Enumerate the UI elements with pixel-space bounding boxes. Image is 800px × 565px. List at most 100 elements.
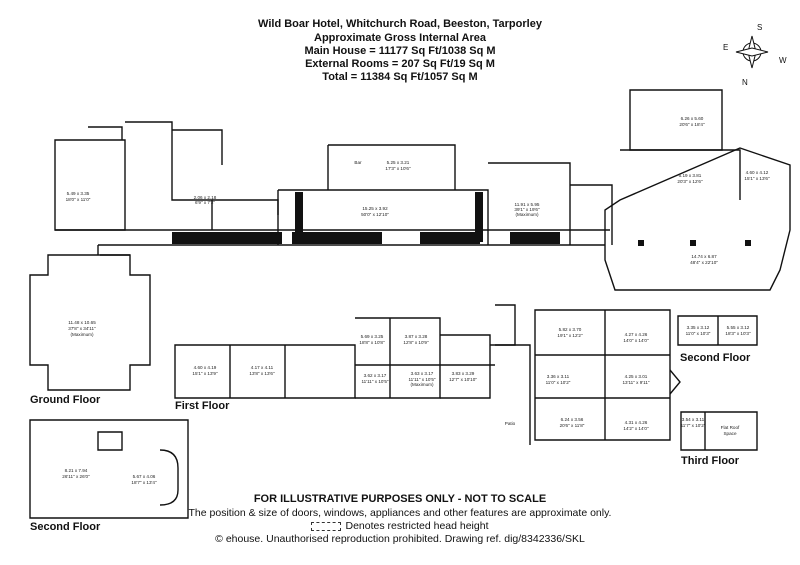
external-rooms-area: External Rooms = 207 Sq Ft/19 Sq M [305, 58, 495, 70]
room-label: 8.21 x 7.94 [65, 468, 88, 473]
room-label: 18'3" x 10'3" [725, 331, 751, 336]
ground-wc-block [88, 126, 123, 140]
room-label: Space [723, 431, 736, 436]
ground-lobby-outline [212, 199, 279, 215]
room-label: Flat Roof [721, 425, 740, 430]
ground-corridor [55, 229, 610, 246]
first-mid-dividers [355, 318, 495, 398]
ground-side-room [570, 184, 613, 245]
room-label: 3.36 x 3.11 [547, 374, 570, 379]
room-label: 6'9" x 7'2" [195, 200, 215, 205]
room-label: 11.91 x 5.95 [515, 202, 540, 207]
second-right-outline [677, 315, 758, 346]
room-label: 13'8" x 13'6" [249, 371, 275, 376]
first-floor-label: First Floor [175, 400, 230, 412]
room-label: 3.83 x 3.29 [452, 371, 475, 376]
room-label: 11'11" x 10'5" [408, 377, 435, 382]
plan-title: Wild Boar Hotel, Whitchurch Road, Beesto… [258, 18, 542, 30]
position-note: The position & size of doors, windows, a… [188, 507, 612, 519]
patio-outline [490, 344, 531, 445]
room-label: 17'3" x 10'6" [385, 166, 411, 171]
room-label: Bar [354, 160, 362, 165]
room-label: 3.62 x 3.17 [364, 373, 387, 378]
room-label: 3.35 x 3.12 [687, 325, 710, 330]
ground-upper-room [629, 89, 723, 151]
disclaimer-text: FOR ILLUSTRATIVE PURPOSES ONLY - NOT TO … [253, 493, 547, 505]
room-label: Patio [505, 421, 516, 426]
compass-e: E [723, 43, 728, 52]
room-label: 4.17 x 4.11 [251, 365, 274, 370]
copyright-text: © ehouse. Unauthorised reproduction proh… [215, 533, 585, 545]
second-main-dividers [535, 310, 670, 440]
room-label: 3.63 x 3.17 [411, 371, 434, 376]
room-label: 4.25 x 3.01 [625, 374, 648, 379]
room-label: 18'8" x 10'8" [359, 340, 385, 345]
room-label: 37'8" x 34'11" [68, 326, 96, 331]
room-label: 11.48 x 10.65 [68, 320, 96, 325]
room-label: 15'1" x 13'6" [744, 176, 770, 181]
room-label: 20'3" x 12'6" [677, 179, 703, 184]
room-label: 14.74 x 6.87 [691, 254, 717, 259]
second-floor-left-label: Second Floor [30, 521, 101, 533]
ground-center-block [125, 121, 213, 230]
thick-walls [172, 192, 751, 246]
ground-pavilion-outline [29, 254, 151, 391]
room-label: 12'8" x 10'9" [403, 340, 429, 345]
room-label: 13'11" x 9'11" [622, 380, 649, 385]
room-label: 11'7" x 10'2" [681, 423, 706, 428]
room-label: (Maximum) [411, 382, 434, 387]
room-label: 12'7" x 10'10" [449, 377, 477, 382]
room-label: 14'0" x 14'0" [623, 338, 649, 343]
room-label: 15'1" x 13'9" [192, 371, 218, 376]
second-left-curve [159, 449, 179, 506]
room-label: 19'1" x 12'2" [557, 333, 583, 338]
room-label: 6.24 x 3.56 [561, 417, 584, 422]
room-label: 4.60 x 4.12 [746, 170, 769, 175]
second-bay-window [669, 369, 681, 395]
plan-subtitle: Approximate Gross Internal Area [314, 32, 486, 44]
second-left-stair [97, 431, 123, 451]
room-label: 20'6" x 18'4" [679, 122, 705, 127]
room-label: 5.55 x 3.12 [727, 325, 750, 330]
restricted-height-swatch [311, 521, 342, 531]
ground-store-block [172, 129, 223, 165]
compass-icon [735, 35, 769, 69]
room-label: 20'6" x 11'8" [560, 423, 585, 428]
compass-n: N [742, 78, 748, 87]
room-dimensions: 5.49 x 3.35 18'0" x 11'0" 2.06 x 2.18 6'… [62, 116, 770, 485]
restricted-height-text: Denotes restricted head height [345, 520, 489, 532]
room-label: 4.27 x 4.26 [625, 332, 648, 337]
first-mid-block [355, 317, 441, 399]
room-label: 26'11" x 26'0" [62, 474, 90, 479]
ground-floor-label: Ground Floor [30, 394, 101, 406]
room-label: 5.25 x 3.21 [387, 160, 410, 165]
room-label: 15.25 x 3.92 [362, 206, 388, 211]
room-label: 3.54 x 3.11 [682, 417, 705, 422]
room-label: 50'0" x 12'10" [361, 212, 389, 217]
ground-dining-outline [604, 147, 791, 291]
total-area: Total = 11384 Sq Ft/1057 Sq M [322, 71, 478, 83]
room-label: 5.67 x 4.06 [133, 474, 156, 479]
ground-bar-outline [327, 144, 456, 190]
room-label: 11'0" x 10'2" [546, 380, 571, 385]
room-label: 39'1" x 19'6" [514, 207, 540, 212]
first-right-block [440, 334, 491, 399]
room-label: 11'11" x 10'5" [361, 379, 388, 384]
room-label: (Maximum) [71, 332, 94, 337]
main-house-area: Main House = 11177 Sq Ft/1038 Sq M [304, 45, 496, 57]
room-label: (Maximum) [516, 212, 539, 217]
ground-mid-room [620, 149, 741, 200]
restricted-height-legend: Denotes restricted head height [0, 520, 800, 532]
room-label: 2.06 x 2.18 [194, 195, 217, 200]
third-floor-label: Third Floor [681, 455, 740, 467]
first-stair-tower [495, 304, 516, 346]
ground-restaurant-outline [488, 162, 571, 245]
room-label: 5.69 x 3.25 [361, 334, 384, 339]
room-label: 11'0" x 10'3" [686, 331, 711, 336]
second-floor-right-label: Second Floor [680, 352, 751, 364]
second-left-outline [29, 419, 189, 519]
room-label: 6.19 x 3.81 [679, 173, 702, 178]
compass-s: S [757, 23, 762, 32]
room-label: 14'2" x 14'0" [623, 426, 649, 431]
